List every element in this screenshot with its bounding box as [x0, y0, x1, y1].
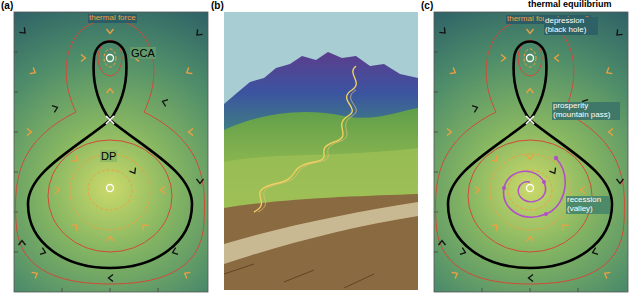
winding-trail [254, 66, 356, 212]
panel-heading: thermal equilibrium [528, 0, 612, 10]
trajectory-dot [554, 156, 558, 160]
panel-letter: (c) [421, 0, 433, 11]
trajectory-dot [542, 180, 546, 184]
force-label: thermal force [88, 14, 137, 23]
trajectory-dots [502, 156, 558, 216]
panel-c [434, 12, 628, 292]
panel-letter: (a) [1, 0, 13, 11]
winding-trail [258, 90, 356, 212]
soil-texture [224, 264, 374, 288]
trajectory-spiral [504, 158, 566, 217]
panel-letter: (b) [211, 0, 224, 11]
foreground-soil [224, 194, 418, 290]
panel-a [14, 12, 208, 292]
point-label: GCA [130, 47, 156, 59]
panel-b-landscape [224, 12, 418, 290]
sky [224, 12, 418, 290]
state-label: prosperity (mountain pass) [552, 102, 620, 120]
state-label: recession (valley) [566, 196, 610, 214]
road [224, 202, 418, 264]
trajectory-dot [502, 186, 506, 190]
state-label: depression (black hole) [544, 17, 598, 35]
trajectory-dot [544, 212, 548, 216]
point-label: DP [100, 150, 117, 162]
